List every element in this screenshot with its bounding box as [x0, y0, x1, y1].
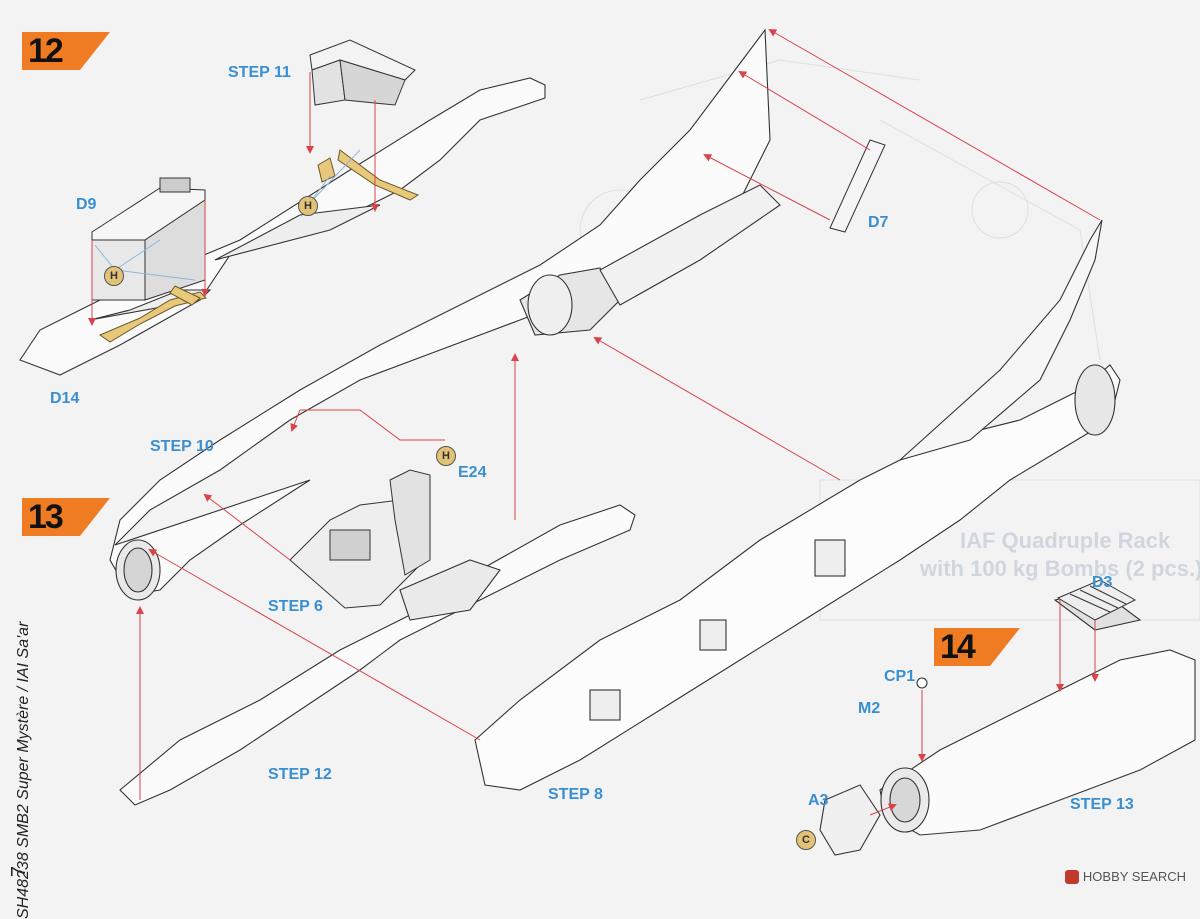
step-badge-12: [22, 32, 110, 70]
watermark: HOBBY SEARCH: [1064, 869, 1186, 884]
assembly-arrows: [88, 29, 1101, 816]
side-product-code: SH48238 SMB2 Super Mystère / IAI Sa'ar: [15, 621, 32, 919]
instruction-sheet: [19, 28, 1200, 856]
label-step-11: STEP 11: [228, 64, 291, 81]
step-badge-number-14: 14: [940, 628, 976, 666]
fuselage-lower-shell: [119, 504, 636, 806]
part-d7: [829, 139, 886, 233]
label-step-12: STEP 12: [268, 766, 332, 783]
callout-c: C: [796, 830, 816, 850]
label-step-10: STEP 10: [150, 438, 214, 455]
step-badge-number-13: 13: [28, 498, 64, 536]
callout-h-1: H: [298, 196, 318, 216]
assembled-fuselage: [474, 219, 1121, 791]
label-m2: M2: [858, 700, 881, 717]
label-a3: A3: [808, 792, 829, 809]
callout-h-2: H: [104, 266, 124, 286]
label-cp1: CP1: [884, 668, 916, 685]
cockpit-tub: [289, 469, 431, 609]
label-d3: D3: [1092, 574, 1113, 591]
guide-lines: [94, 149, 361, 281]
part-step11-intake: [309, 39, 416, 106]
fuselage-lower-half: [109, 28, 781, 601]
page-number: 7: [8, 865, 31, 878]
ghost-text-2: with 100 kg Bombs (2 pcs.): [920, 556, 1200, 581]
part-d3: [1056, 579, 1137, 621]
fuselage-upper-half: [19, 77, 546, 376]
label-d9: D9: [76, 196, 97, 213]
label-d14: D14: [50, 390, 80, 407]
label-step-8: STEP 8: [548, 786, 603, 803]
watermark-text: HOBBY SEARCH: [1082, 869, 1186, 884]
ghost-text-1: IAF Quadruple Rack: [960, 528, 1171, 553]
label-step-6: STEP 6: [268, 598, 323, 615]
label-e24: E24: [458, 464, 487, 481]
resin-detail: [98, 149, 420, 343]
step-badge-14: [934, 628, 1020, 666]
label-step-13: STEP 13: [1070, 796, 1134, 813]
callout-h-3: H: [436, 446, 456, 466]
label-d7: D7: [868, 214, 889, 231]
step-badge-13: [22, 498, 110, 536]
hobby-search-logo-icon: [1064, 869, 1079, 884]
step-badge-number-12: 12: [28, 32, 64, 70]
